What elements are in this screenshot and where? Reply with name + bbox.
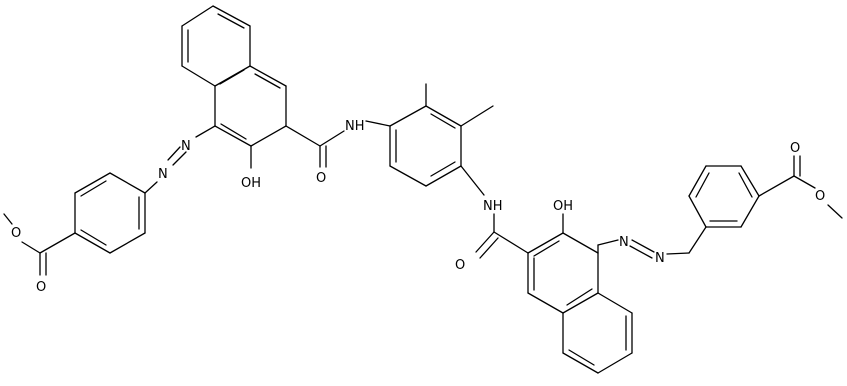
o-amide-left-label: O — [316, 171, 326, 186]
oh-left-label: OH — [241, 176, 261, 191]
azo-right: N N — [597, 235, 690, 266]
n-azo-right-2-label: N — [655, 251, 665, 266]
o-ester-right-carbonyl-label: O — [790, 141, 800, 156]
phenyl-left — [74, 172, 146, 254]
o-ester-left-ether-label: O — [11, 226, 21, 241]
oh-right-label: OH — [553, 199, 573, 214]
o-ester-right-ether-label: O — [815, 189, 825, 204]
central-ring — [389, 105, 462, 187]
azo-left: N N — [144, 125, 216, 194]
naphthalene-right — [527, 232, 633, 374]
ester-right: O O — [758, 141, 843, 219]
ester-left: O O — [3, 213, 76, 295]
n-azo-left-1-label: N — [181, 139, 191, 154]
o-amide-right-label: O — [455, 258, 465, 273]
o-ester-left-carbonyl-label: O — [36, 280, 46, 295]
n-azo-left-2-label: N — [158, 167, 168, 182]
nh-right-label: NH — [483, 199, 503, 214]
n-azo-right-1-label: N — [619, 235, 629, 250]
phenyl-right — [688, 165, 760, 254]
methyl-groups — [425, 83, 494, 127]
amide-right: NH O — [455, 165, 529, 273]
nh-left-label: NH — [345, 119, 365, 134]
hydroxyl-right: OH — [553, 199, 573, 234]
amide-left: O NH — [285, 119, 391, 186]
hydroxyl-left: OH — [241, 145, 261, 191]
naphthalene-left — [181, 5, 287, 147]
